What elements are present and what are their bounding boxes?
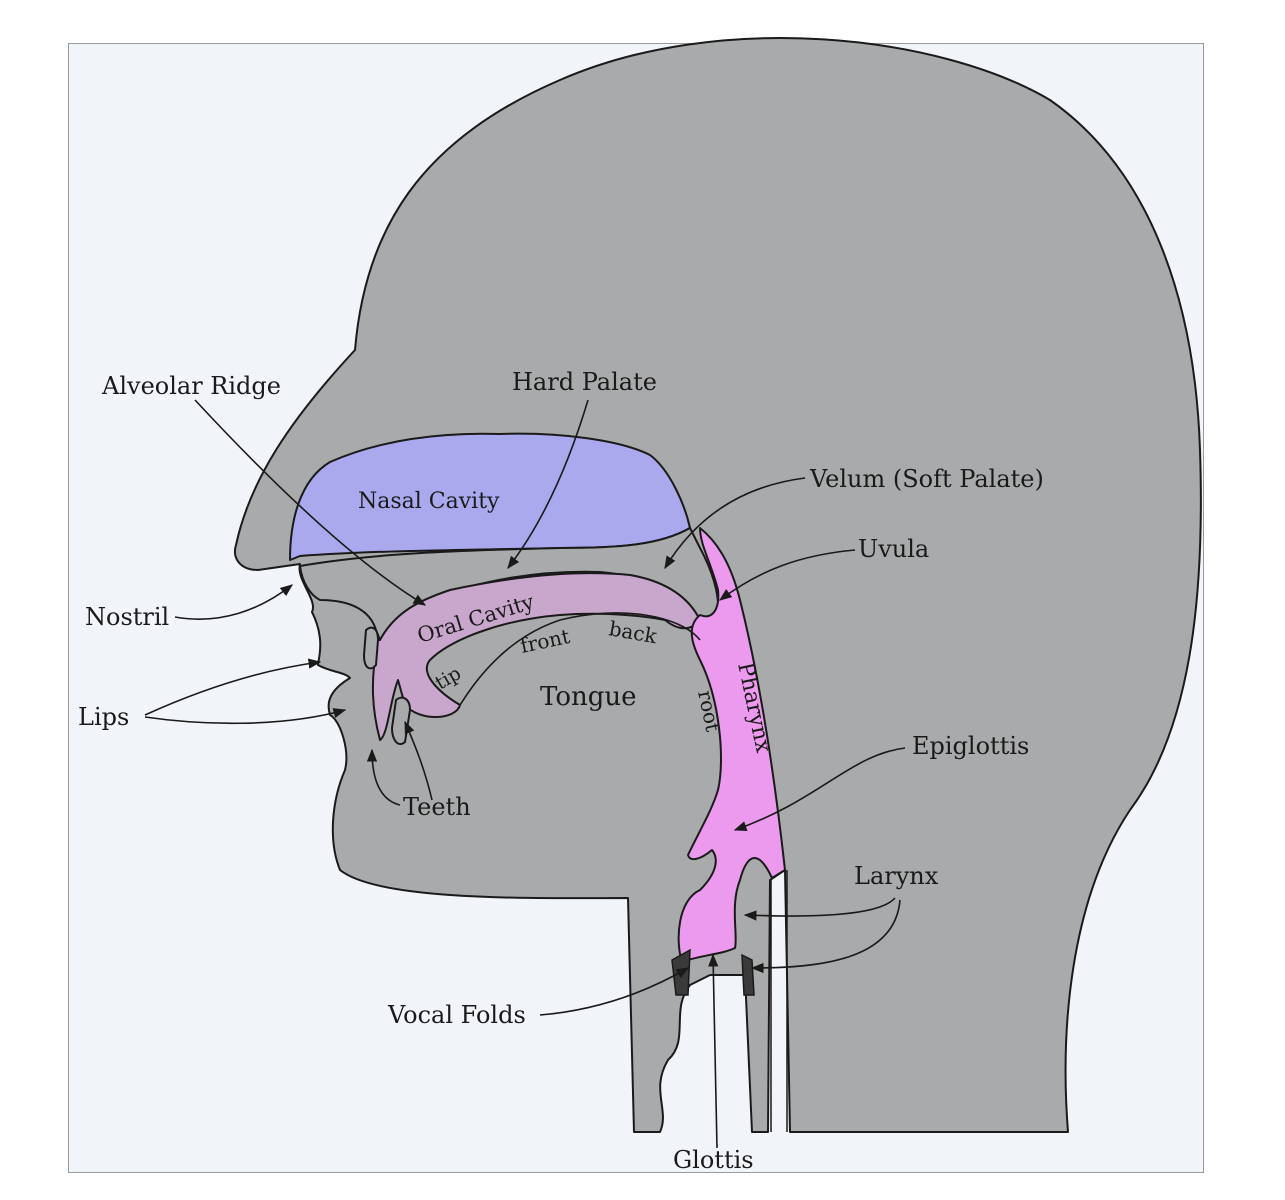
nostril-label: Nostril	[85, 603, 169, 631]
pharynx-region	[677, 527, 786, 963]
uvula-label: Uvula	[858, 535, 929, 563]
lips-upper-leader	[144, 658, 322, 716]
teeth-label: Teeth	[403, 793, 471, 821]
larynx-label: Larynx	[854, 862, 939, 890]
tongue-contour	[459, 612, 701, 706]
velum-label: Velum (Soft Palate)	[809, 465, 1044, 493]
lips-label: Lips	[78, 703, 129, 731]
uvula-leader	[718, 549, 856, 601]
epiglottis-label: Epiglottis	[912, 732, 1029, 760]
vocal-folds-leader	[539, 967, 690, 1016]
larynx-leader-lower	[750, 899, 901, 974]
glottis-leader	[708, 953, 719, 1149]
nasal-cavity-label: Nasal Cavity	[358, 489, 500, 514]
vocal-fold-right	[741, 953, 755, 996]
epiglottis-leader	[733, 747, 906, 831]
oral-cavity-region	[371, 572, 701, 741]
alveolar-ridge-label: Alveolar Ridge	[101, 372, 281, 400]
lips-lower-leader	[144, 708, 347, 725]
hard-palate-leader	[507, 399, 589, 570]
vocal-folds-label: Vocal Folds	[387, 1001, 526, 1029]
teeth-leader-upper	[366, 748, 401, 806]
larynx-leader-upper	[743, 897, 896, 921]
tongue-label: Tongue	[540, 682, 637, 712]
velum-leader	[664, 477, 806, 570]
nostril-leader	[174, 584, 294, 620]
trachea-line	[770, 870, 788, 1132]
hard-palate-label: Hard Palate	[512, 368, 657, 396]
teeth-leader-lower	[404, 720, 433, 801]
alveolar-ridge-leader	[194, 399, 427, 606]
glottis-label: Glottis	[673, 1146, 754, 1174]
upper-teeth	[363, 626, 379, 670]
